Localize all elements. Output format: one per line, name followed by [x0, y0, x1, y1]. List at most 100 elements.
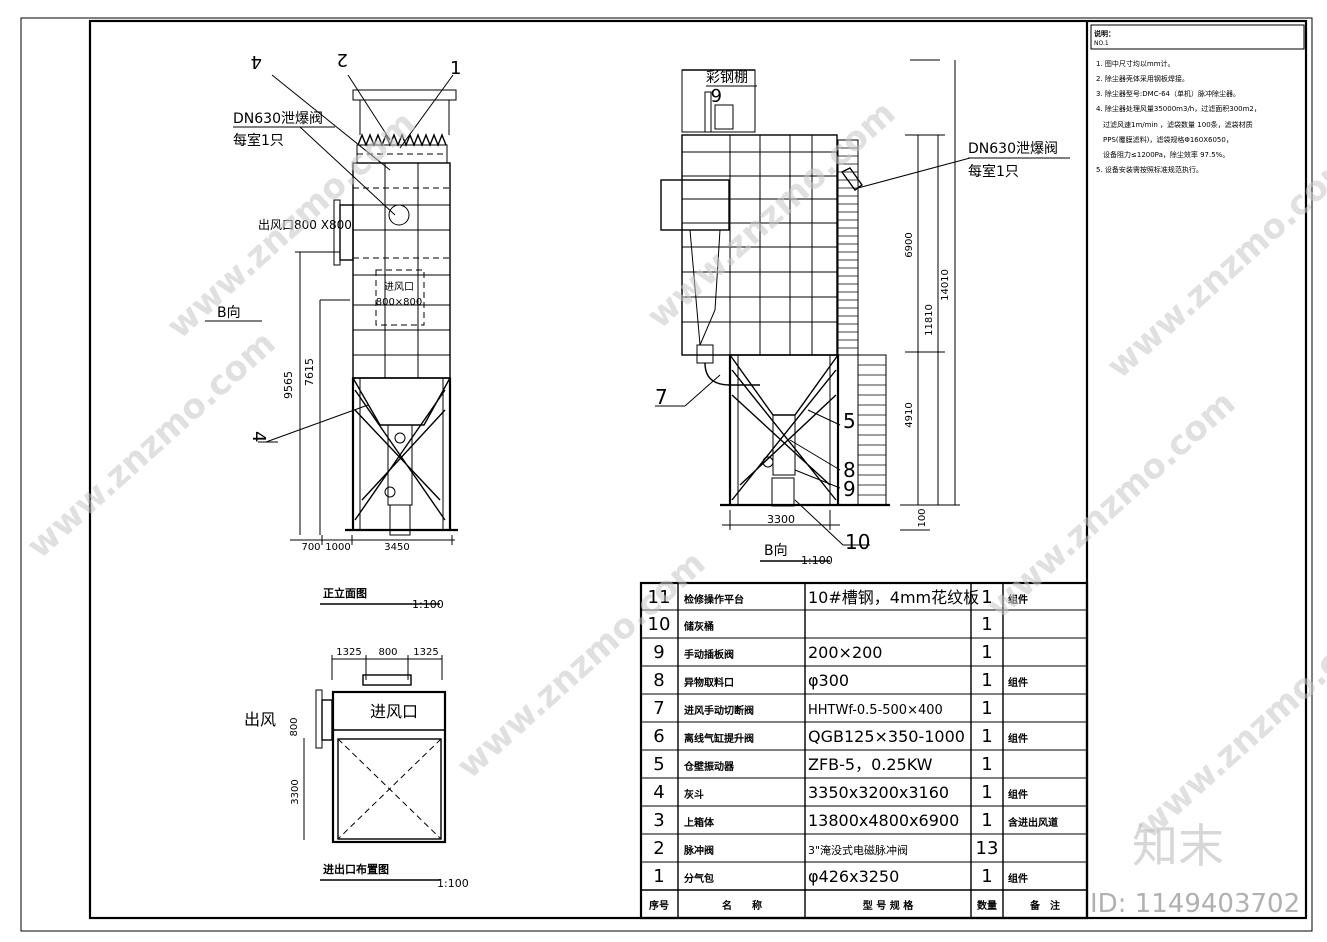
side-scale: 1:100: [801, 554, 833, 567]
inlet-outlet-layout-view: 1325 800 1325 进风口 出风 800 3300 进出口布置图 1:1…: [244, 647, 469, 890]
bom-cell-no: 2: [653, 838, 664, 859]
watermark-site-1: www.znzmo.com: [19, 323, 283, 566]
bom-header-cell: 名 称: [722, 899, 762, 912]
bom-cell-name: 手动插板阀: [684, 648, 734, 661]
bom-cell-no: 1: [653, 866, 664, 887]
bom-cell-note: 组件: [1008, 676, 1028, 689]
layout-title: 进出口布置图: [323, 862, 389, 876]
front-valve-label: DN630泄爆阀: [233, 111, 323, 127]
side-valve-qty: 每室1只: [968, 163, 1019, 180]
bom-cell-qty: 1: [981, 642, 992, 663]
bom-cell-name: 异物取料口: [684, 676, 734, 689]
callout-9: 9: [843, 477, 856, 501]
bom-cell-qty: 1: [981, 810, 992, 831]
callout-8: 8: [843, 458, 856, 482]
dim-height-total: 9565: [282, 371, 295, 399]
callout-3: 4: [251, 51, 262, 72]
bom-header-cell: 数量: [977, 899, 997, 912]
side-valve-label: DN630泄爆阀: [968, 141, 1058, 157]
bom-cell-qty: 13: [976, 838, 999, 859]
bom-cell-qty: 1: [981, 587, 992, 608]
note-line-4: 4. 除尘器处理风量35000m3/h，过滤面积300m2，: [1096, 104, 1261, 113]
side-dim-4910: 4910: [904, 402, 915, 427]
bom-cell-spec: 200×200: [808, 643, 882, 662]
watermarks: www.znzmo.com www.znzmo.com www.znzmo.co…: [19, 93, 1327, 919]
bom-cell-spec: 10#槽钢，4mm花纹板: [808, 588, 979, 607]
bom-cell-name: 脉冲阀: [683, 844, 714, 857]
callout-4: 4: [248, 431, 269, 442]
bom-cell-qty: 1: [981, 698, 992, 719]
bom-cell-qty: 1: [981, 866, 992, 887]
bom-cell-spec: QGB125×350-1000: [808, 727, 965, 746]
note-line-7: 设备阻力≤1200Pa，除尘效率 97.5%。: [1103, 150, 1229, 159]
layout-dim-1325b: 1325: [413, 647, 438, 658]
bom-header-cell: 型 号 规 格: [863, 899, 914, 912]
design-notes: 说明： NO.1 1. 图中尺寸均以mm计。 2. 除尘器壳体采用钢板焊接。 3…: [1090, 24, 1305, 174]
side-title: B向: [764, 543, 788, 559]
shed-label: 彩钢棚: [706, 70, 748, 86]
side-dim-11810: 11810: [924, 304, 935, 336]
bom-cell-spec: 3"淹没式电磁脉冲阀: [808, 843, 908, 857]
watermark-site-5: www.znzmo.com: [979, 383, 1243, 626]
side-dim-6900: 6900: [904, 232, 915, 257]
bom-cell-spec: 13800x4800x6900: [808, 811, 959, 830]
note-line-8: 5. 设备安装需按照标准规范执行。: [1096, 165, 1203, 174]
bom-cell-name: 灰斗: [684, 788, 704, 801]
callout-6: 6: [711, 84, 722, 105]
watermark-site-6: www.znzmo.com: [1099, 143, 1327, 386]
bom-header-cell: 备 注: [1029, 899, 1060, 912]
watermark-site-4: www.znzmo.com: [639, 93, 903, 336]
bill-of-materials: [639, 581, 1089, 920]
bom-cell-no: 7: [653, 698, 664, 719]
front-title: 正立面图: [323, 586, 367, 600]
front-direction-label: B向: [217, 305, 241, 321]
watermark-id: ID: 1149403702: [1090, 889, 1300, 919]
bom-cell-no: 8: [653, 670, 664, 691]
callout-1: 1: [450, 58, 461, 79]
bom-cell-name: 仓壁振动器: [683, 760, 735, 773]
bom-cell-no: 3: [653, 810, 664, 831]
bom-cell-no: 4: [653, 782, 664, 803]
callout-2: 2: [337, 49, 348, 70]
bom-cell-note: 含进出风道: [1008, 816, 1058, 829]
watermark-logo: 知末: [1132, 819, 1224, 873]
side-dim-3300: 3300: [767, 513, 795, 526]
bom-cell-spec: ZFB-5，0.25KW: [808, 755, 933, 774]
dim-height-body: 7615: [303, 358, 316, 386]
bom-cell-qty: 1: [981, 670, 992, 691]
bom-cell-qty: 1: [981, 726, 992, 747]
note-line-5: 过滤风速1m/min ，滤袋数量 100条，滤袋材质: [1103, 120, 1253, 129]
bom-cell-name: 分气包: [684, 872, 714, 885]
bom-cell-name: 离线气缸提升阀: [684, 732, 754, 745]
notes-subheader: NO.1: [1094, 40, 1109, 47]
layout-outlet-label: 出风: [244, 710, 276, 729]
notes-header: 说明：: [1094, 29, 1115, 38]
callout-10: 10: [845, 530, 870, 554]
side-b-view: 6900 11810 14010 4910 100 3300 彩钢棚 6 DN6…: [655, 59, 1070, 567]
layout-scale: 1:100: [437, 877, 469, 890]
note-line-3: 3. 除尘器型号:DMC-64（单机）脉冲除尘器。: [1096, 89, 1240, 98]
bom-cell-qty: 1: [981, 614, 992, 635]
bom-cell-note: 组件: [1008, 732, 1028, 745]
front-outlet-label: 出风口800 X800: [258, 218, 352, 232]
callout-5: 5: [843, 409, 856, 433]
layout-dim-1325a: 1325: [336, 647, 361, 658]
bom-header-cell: 序号: [649, 899, 669, 912]
watermark-site-2: www.znzmo.com: [159, 103, 423, 346]
bom-cell-no: 9: [653, 642, 664, 663]
side-dim-100: 100: [917, 508, 928, 527]
bom-cell-qty: 1: [981, 754, 992, 775]
watermark-site-7: www.znzmo.com: [1129, 603, 1327, 846]
bom-cell-name: 储灰桶: [683, 620, 714, 633]
dim-1000: 1000: [325, 542, 350, 553]
layout-outlet-dim: 800: [289, 717, 300, 736]
bom-cell-spec: φ426x3250: [808, 867, 899, 886]
bom-cell-spec: 3350x3200x3160: [808, 783, 949, 802]
front-scale: 1:100: [412, 598, 444, 611]
outer-frame: [20, 17, 1313, 932]
bom-cell-no: 11: [648, 587, 671, 608]
bom-cell-name: 上箱体: [684, 816, 715, 829]
layout-dim-800: 800: [378, 647, 397, 658]
layout-dim-3300: 3300: [290, 779, 301, 804]
